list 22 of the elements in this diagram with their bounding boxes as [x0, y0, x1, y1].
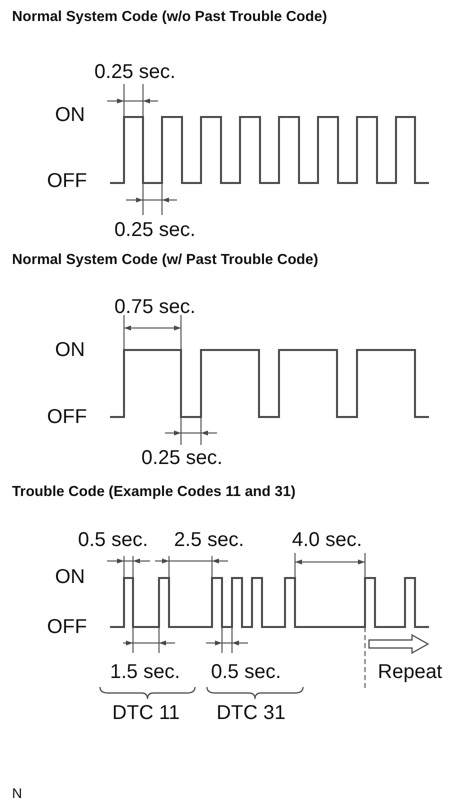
- time-label: 2.5 sec.: [174, 530, 244, 550]
- code-label: DTC 11: [112, 703, 180, 723]
- level-label: ON: [55, 105, 85, 125]
- repeat-label: Repeat: [378, 662, 442, 682]
- time-label: 0.25 sec.: [94, 62, 176, 82]
- time-label: 0.25 sec.: [114, 220, 196, 240]
- time-label: 0.5 sec.: [210, 662, 282, 682]
- time-label: 0.75 sec.: [114, 297, 196, 317]
- level-label: OFF: [47, 171, 87, 191]
- heading: Normal System Code (w/o Past Trouble Code): [12, 10, 328, 24]
- time-label: 0.5 sec.: [78, 530, 148, 550]
- code-label: DTC 31: [216, 703, 286, 723]
- time-label: 4.0 sec.: [292, 530, 362, 550]
- heading: Trouble Code (Example Codes 11 and 31): [12, 484, 296, 500]
- heading: Normal System Code (w/ Past Trouble Code): [12, 252, 318, 268]
- time-label: 1.5 sec.: [110, 662, 180, 682]
- time-label: 0.25 sec.: [141, 448, 223, 468]
- level-label: ON: [55, 567, 85, 587]
- figure-code: N: [12, 786, 22, 800]
- level-label: OFF: [47, 407, 87, 427]
- level-label: OFF: [47, 617, 87, 637]
- level-label: ON: [55, 340, 85, 360]
